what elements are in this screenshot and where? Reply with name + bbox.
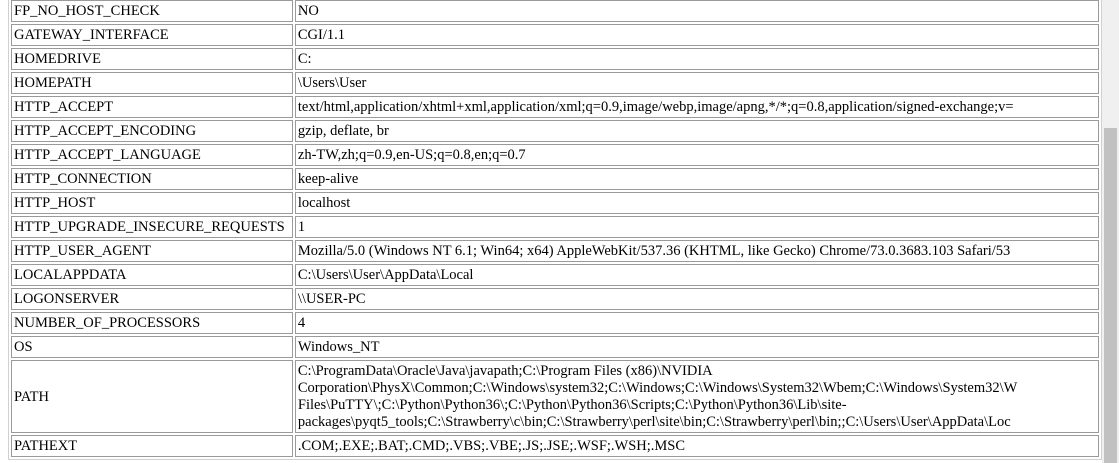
variable-value-cell: gzip, deflate, br: [294, 120, 1099, 142]
environment-variables-table: FP_NO_HOST_CHECK NO GATEWAY_INTERFACE CG…: [8, 0, 1102, 460]
table-row: HTTP_CONNECTION keep-alive: [11, 168, 1099, 190]
variable-name-cell: PATH: [11, 360, 293, 433]
variable-value-cell: Windows_NT: [294, 336, 1099, 358]
table-row: NUMBER_OF_PROCESSORS 4: [11, 312, 1099, 334]
table-row: HTTP_ACCEPT_LANGUAGE zh-TW,zh;q=0.9,en-U…: [11, 144, 1099, 166]
table-body: FP_NO_HOST_CHECK NO GATEWAY_INTERFACE CG…: [11, 0, 1099, 457]
path-row: PATH C:\ProgramData\Oracle\Java\javapath…: [11, 360, 1099, 433]
path-value-cell: C:\ProgramData\Oracle\Java\javapath;C:\P…: [294, 360, 1099, 433]
path-line: Files\PuTTY\;C:\Python\Python36\;C:\Pyth…: [297, 397, 847, 413]
table-row: HTTP_HOST localhost: [11, 192, 1099, 214]
variable-name-cell: HOMEPATH: [11, 72, 293, 94]
variable-name-cell: NUMBER_OF_PROCESSORS: [11, 312, 293, 334]
path-line: C:\ProgramData\Oracle\Java\javapath;C:\P…: [297, 363, 713, 379]
table-row: HTTP_USER_AGENT Mozilla/5.0 (Windows NT …: [11, 240, 1099, 262]
variable-value-cell: \\USER-PC: [294, 288, 1099, 310]
variable-name-cell: HTTP_USER_AGENT: [11, 240, 293, 262]
variable-name-cell: HTTP_HOST: [11, 192, 293, 214]
variable-value-cell: zh-TW,zh;q=0.9,en-US;q=0.8,en;q=0.7: [294, 144, 1099, 166]
table-row: LOGONSERVER \\USER-PC: [11, 288, 1099, 310]
variable-value-cell: Mozilla/5.0 (Windows NT 6.1; Win64; x64)…: [294, 240, 1099, 262]
variable-value-cell: C:: [294, 48, 1099, 70]
variable-name-cell: GATEWAY_INTERFACE: [11, 24, 293, 46]
variable-name-cell: HTTP_CONNECTION: [11, 168, 293, 190]
variable-name-cell: HTTP_ACCEPT_LANGUAGE: [11, 144, 293, 166]
variable-value-cell: \Users\User: [294, 72, 1099, 94]
table-row: GATEWAY_INTERFACE CGI/1.1: [11, 24, 1099, 46]
variable-name-cell: LOCALAPPDATA: [11, 264, 293, 286]
table-row: PATHEXT .COM;.EXE;.BAT;.CMD;.VBS;.VBE;.J…: [11, 435, 1099, 457]
path-line: Corporation\PhysX\Common;C:\Windows\syst…: [297, 380, 1018, 396]
variable-value-cell: CGI/1.1: [294, 24, 1099, 46]
table-row: HOMEPATH \Users\User: [11, 72, 1099, 94]
scrollbar-thumb[interactable]: [1104, 128, 1117, 463]
variable-value-cell: C:\Users\User\AppData\Local: [294, 264, 1099, 286]
variable-value-cell: keep-alive: [294, 168, 1099, 190]
table-row: FP_NO_HOST_CHECK NO: [11, 0, 1099, 22]
variable-value-cell: text/html,application/xhtml+xml,applicat…: [294, 96, 1099, 118]
variable-name-cell: OS: [11, 336, 293, 358]
table-row: LOCALAPPDATA C:\Users\User\AppData\Local: [11, 264, 1099, 286]
path-line: packages\pyqt5_tools;C:\Strawberry\c\bin…: [297, 414, 1011, 430]
variable-name-cell: HOMEDRIVE: [11, 48, 293, 70]
variable-name-cell: LOGONSERVER: [11, 288, 293, 310]
variable-name-cell: HTTP_ACCEPT_ENCODING: [11, 120, 293, 142]
variable-value-cell: .COM;.EXE;.BAT;.CMD;.VBS;.VBE;.JS;.JSE;.…: [294, 435, 1099, 457]
table-row: HTTP_ACCEPT_ENCODING gzip, deflate, br: [11, 120, 1099, 142]
vertical-scrollbar[interactable]: [1102, 0, 1119, 463]
variable-value-cell: NO: [294, 0, 1099, 22]
variable-name-cell: HTTP_ACCEPT: [11, 96, 293, 118]
variable-name-cell: FP_NO_HOST_CHECK: [11, 0, 293, 22]
variable-value-cell: 4: [294, 312, 1099, 334]
table-row: HTTP_ACCEPT text/html,application/xhtml+…: [11, 96, 1099, 118]
variable-value-cell: 1: [294, 216, 1099, 238]
table-row: OS Windows_NT: [11, 336, 1099, 358]
variable-name-cell: HTTP_UPGRADE_INSECURE_REQUESTS: [11, 216, 293, 238]
table-row: HTTP_UPGRADE_INSECURE_REQUESTS 1: [11, 216, 1099, 238]
table-row: HOMEDRIVE C:: [11, 48, 1099, 70]
variable-name-cell: PATHEXT: [11, 435, 293, 457]
variable-value-cell: localhost: [294, 192, 1099, 214]
